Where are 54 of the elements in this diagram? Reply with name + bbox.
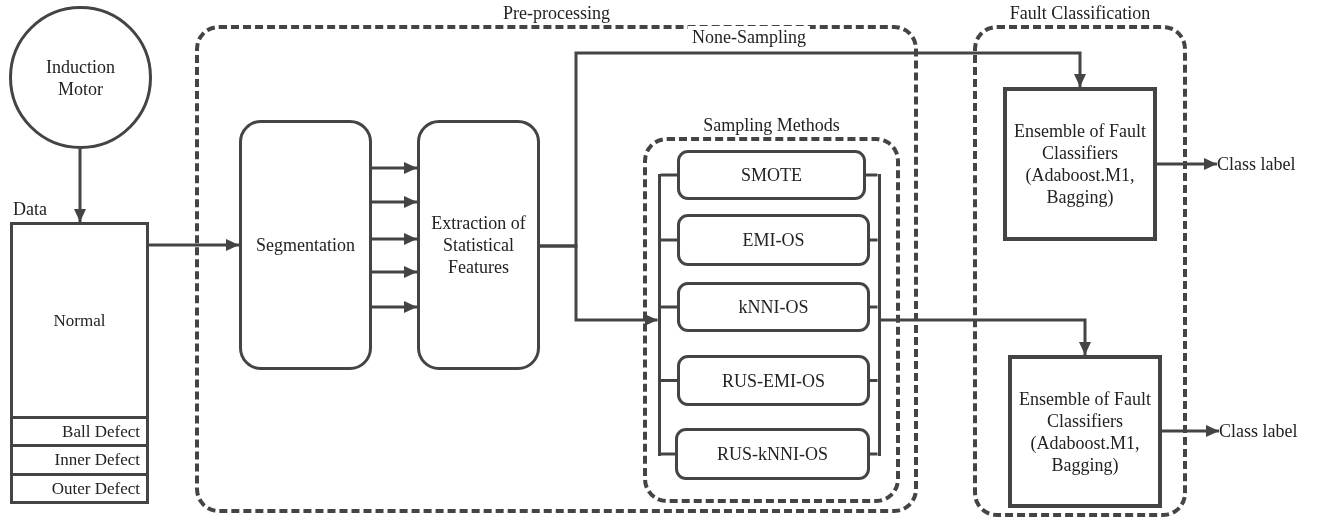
edge-label: None-Sampling — [688, 26, 810, 48]
node-label: Segmentation — [256, 234, 355, 256]
node-label: Induction Motor — [45, 55, 116, 100]
motor-circle — [9, 6, 152, 149]
connector-line — [660, 379, 677, 382]
arrow — [880, 318, 1091, 355]
connector-line — [870, 305, 878, 309]
node-label: SMOTE — [741, 164, 802, 186]
node-label: RUS-kNNI-OS — [717, 443, 828, 465]
node-label: EMI-OS — [742, 229, 805, 251]
arrow — [540, 244, 658, 326]
bus-bar — [877, 173, 881, 456]
group-heading: Data — [13, 198, 47, 220]
node-label: RUS-EMI-OS — [722, 369, 825, 392]
arrow — [372, 266, 417, 278]
arrow — [372, 162, 417, 174]
arrow — [149, 239, 239, 251]
connector-line — [870, 452, 878, 456]
method-box — [677, 355, 870, 406]
bus-bar — [657, 173, 661, 456]
method-box — [675, 428, 870, 480]
node-label: kNNI-OS — [738, 296, 809, 318]
connector-line — [660, 173, 677, 177]
group-heading: Fault Classification — [1009, 2, 1151, 24]
method-box — [677, 214, 870, 266]
node-label: Outer Defect — [51, 477, 140, 500]
classifier-box — [1003, 87, 1157, 241]
group-heading: Sampling Methods — [703, 114, 840, 136]
method-box — [677, 282, 870, 332]
method-box — [677, 150, 866, 200]
node-label: Ball Defect — [62, 420, 140, 443]
connector-line — [660, 305, 677, 309]
output-text: Class label — [1219, 420, 1298, 442]
node-label: Extraction of Statistical Features — [430, 212, 527, 278]
connector-line — [660, 238, 677, 242]
node-label: Ensemble of Fault Classifiers (Adaboost.M1, Bagging) — [1013, 120, 1147, 208]
arrow — [1162, 425, 1219, 437]
classifier-box — [1008, 355, 1162, 508]
arrow — [372, 233, 417, 245]
process-box — [417, 120, 540, 370]
connector-line — [866, 173, 878, 177]
node-label: Ensemble of Fault Classifiers (Adaboost.M1, Bagging) — [1018, 387, 1152, 476]
output-text: Class label — [1217, 153, 1296, 175]
connector-line — [660, 452, 675, 456]
node-label: Normal — [53, 309, 106, 332]
arrow — [74, 149, 86, 222]
connector-line — [870, 238, 878, 242]
node-label: Inner Defect — [54, 449, 140, 471]
arrow — [372, 301, 417, 313]
group-heading: Pre-processing — [503, 2, 610, 24]
process-box — [239, 120, 372, 370]
arrow — [372, 196, 417, 208]
arrow — [1157, 158, 1217, 170]
connector-line — [870, 379, 878, 382]
